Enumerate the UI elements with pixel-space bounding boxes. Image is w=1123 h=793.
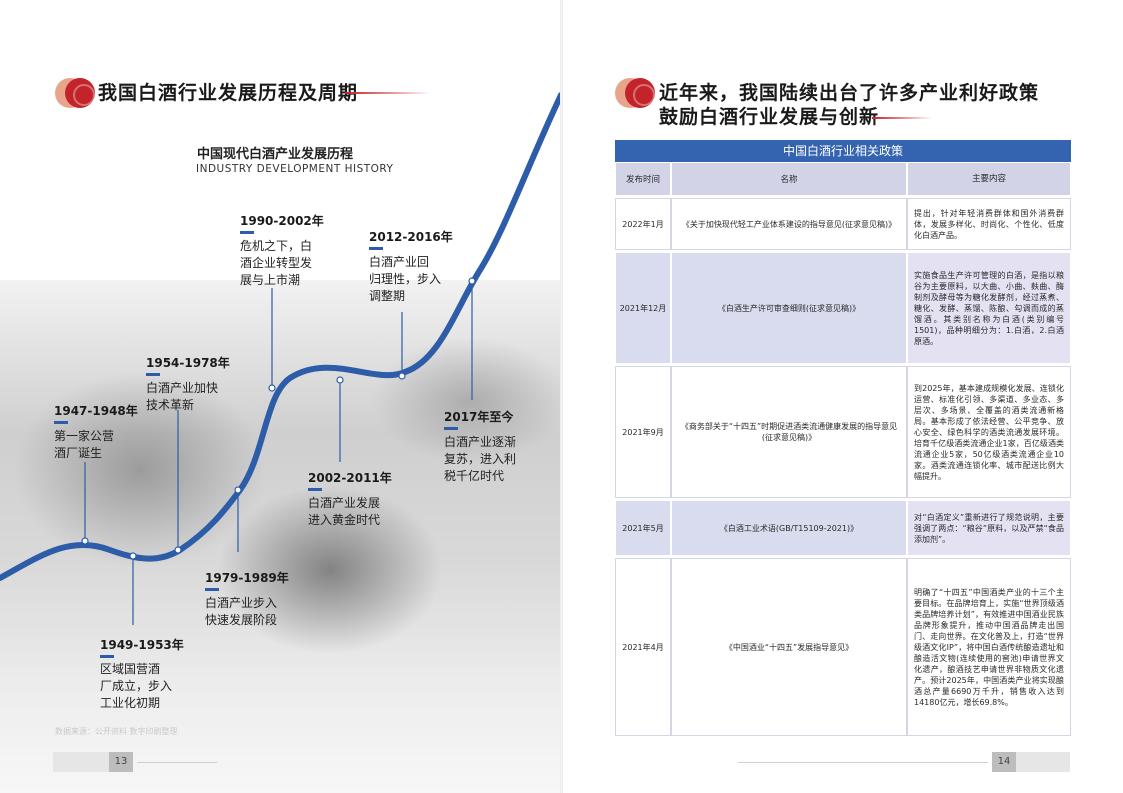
title-underline-divider (345, 92, 430, 94)
table-row: 2021年5月 《白酒工业术语(GB/T15109-2021)》 对“白酒定义”… (615, 500, 1071, 556)
row-content: 明确了“十四五”中国酒类产业的十三个主要目标。在品牌培育上，实施“世界顶级酒类品… (907, 558, 1071, 736)
milestone-dash (100, 655, 114, 658)
milestone-desc: 白酒产业回归理性，步入调整期 (369, 255, 442, 303)
milestone-year: 1954-1978年 (146, 356, 230, 370)
page-number-box (1016, 752, 1070, 772)
milestone-dot (398, 372, 406, 380)
book-spine (560, 0, 563, 793)
milestone-dash (205, 588, 219, 591)
row-content: 实施食品生产许可管理的白酒，是指以粮谷为主要原料，以大曲、小曲、麸曲、酶制剂及酵… (907, 252, 1071, 364)
footer-divider (738, 762, 988, 763)
row-date: 2022年1月 (615, 198, 671, 250)
milestone-dash (369, 247, 383, 250)
milestone-dash (240, 231, 254, 234)
table-header-row: 发布时间 名称 主要内容 (615, 162, 1071, 196)
right-page-title-line1: 近年来，我国陆续出台了许多产业利好政策 (659, 82, 1040, 104)
title-underline-divider (872, 117, 932, 119)
row-name: 《白酒生产许可审查细则(征求意见稿)》 (671, 252, 907, 364)
milestone-dot (234, 486, 242, 494)
milestone-desc: 区域国营酒厂成立，步入工业化初期 (100, 662, 173, 710)
page-number: 14 (992, 752, 1016, 772)
header-content: 主要内容 (907, 162, 1071, 196)
policy-table-title: 中国白酒行业相关政策 (615, 140, 1071, 162)
milestone-year: 2002-2011年 (308, 471, 392, 485)
right-page-title-line2: 鼓励白酒行业发展与创新 (659, 106, 880, 128)
milestone-year: 1949-1953年 (100, 638, 184, 652)
row-date: 2021年5月 (615, 500, 671, 556)
title-circles-logo (615, 78, 659, 108)
milestone-year: 2017年至今 (444, 410, 514, 424)
title-circles-logo (55, 78, 99, 108)
milestone-dash (308, 488, 322, 491)
row-content: 到2025年，基本建成规模化发展、连锁化运营、标准化引领、多渠道、多业态、多层次… (907, 366, 1071, 498)
left-page: 我国白酒行业发展历程及周期 中国现代白酒产业发展历程 INDUSTRY DEVE… (0, 0, 561, 793)
milestone-dot (468, 277, 476, 285)
milestone-dot (81, 537, 89, 545)
milestone-desc: 白酒产业逐渐复苏，进入利税千亿时代 (444, 435, 517, 483)
footer-divider (137, 762, 217, 763)
milestone-dash (54, 421, 68, 424)
source-note: 数据来源：公开资料 数字印刷整理 (55, 727, 178, 736)
milestone-year: 1947-1948年 (54, 404, 138, 418)
milestone-dot (268, 384, 276, 392)
row-date: 2021年9月 (615, 366, 671, 498)
milestone-year: 1990-2002年 (240, 214, 324, 228)
row-content: 对“白酒定义”重新进行了规范说明，主要强调了两点：“粮谷”原料，以及严禁“食品添… (907, 500, 1071, 556)
row-content: 提出，针对年轻消费群体和国外消费群体，发展多样化、时尚化、个性化、低度化白酒产品… (907, 198, 1071, 250)
timeline-curve (0, 92, 561, 625)
row-name: 《关于加快现代轻工产业体系建设的指导意见(征求意见稿)》 (671, 198, 907, 250)
milestone-dot (129, 552, 137, 560)
page-number: 13 (109, 752, 133, 772)
milestone-dash (146, 373, 160, 376)
milestone-desc: 白酒产业发展进入黄金时代 (308, 496, 381, 527)
row-date: 2021年4月 (615, 558, 671, 736)
table-row: 2021年9月 《商务部关于“十四五”时期促进酒类流通健康发展的指导意见(征求意… (615, 366, 1071, 498)
row-name: 《商务部关于“十四五”时期促进酒类流通健康发展的指导意见(征求意见稿)》 (671, 366, 907, 498)
row-date: 2021年12月 (615, 252, 671, 364)
table-row: 2022年1月 《关于加快现代轻工产业体系建设的指导意见(征求意见稿)》 提出，… (615, 198, 1071, 250)
history-subtitle: INDUSTRY DEVELOPMENT HISTORY (196, 163, 394, 175)
header-name: 名称 (671, 162, 907, 196)
milestone-year: 2012-2016年 (369, 230, 453, 244)
milestone-desc: 白酒产业步入快速发展阶段 (205, 596, 278, 627)
milestone-desc: 第一家公营酒厂诞生 (54, 429, 115, 460)
milestone-desc: 白酒产业加快技术革新 (146, 381, 219, 412)
row-name: 《白酒工业术语(GB/T15109-2021)》 (671, 500, 907, 556)
milestone-year: 1979-1989年 (205, 571, 289, 585)
table-row: 2021年4月 《中国酒业“十四五”发展指导意见》 明确了“十四五”中国酒类产业… (615, 558, 1071, 736)
header-date: 发布时间 (615, 162, 671, 196)
mountain-background-image (0, 280, 561, 793)
milestone-dash (444, 427, 458, 430)
table-row: 2021年12月 《白酒生产许可审查细则(征求意见稿)》 实施食品生产许可管理的… (615, 252, 1071, 364)
left-page-title: 我国白酒行业发展历程及周期 (98, 82, 359, 104)
milestone-dot (336, 376, 344, 384)
history-title: 中国现代白酒产业发展历程 (197, 147, 354, 162)
milestone-desc: 危机之下，白酒企业转型发展与上市潮 (240, 239, 313, 287)
row-name: 《中国酒业“十四五”发展指导意见》 (671, 558, 907, 736)
milestone-dot (174, 546, 182, 554)
